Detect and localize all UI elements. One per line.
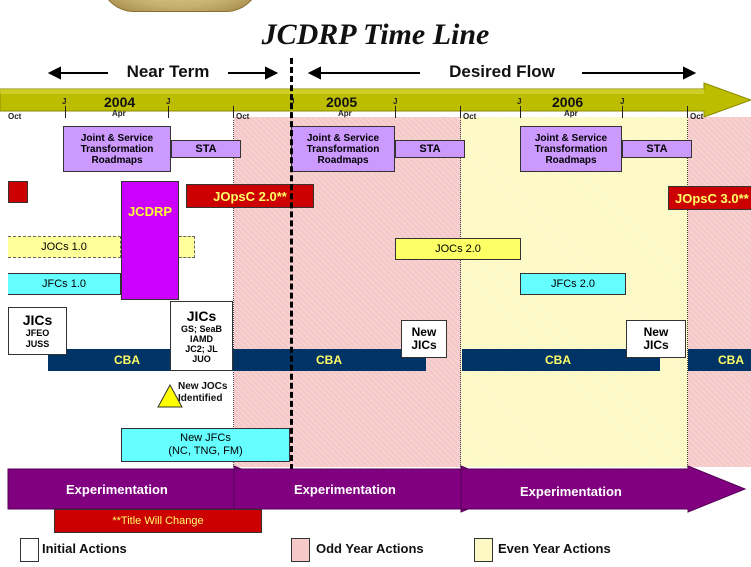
jics-initial-box: JICs JFEO JUSS bbox=[8, 307, 67, 355]
cba-label-4: CBA bbox=[718, 353, 744, 367]
warning-triangle-icon bbox=[157, 384, 183, 408]
cba-label-1: CBA bbox=[114, 353, 140, 367]
month-j-2: J bbox=[166, 97, 171, 106]
month-apr-3: Apr bbox=[564, 109, 578, 118]
month-oct-3: Oct bbox=[463, 112, 477, 121]
year-2006: 2006 bbox=[552, 94, 584, 110]
odd-year-region-2005 bbox=[234, 117, 461, 467]
grid-line bbox=[687, 120, 688, 467]
title-change-note: **Title Will Change bbox=[54, 509, 262, 533]
jics-mid-box: JICs GS; SeaB IAMD JC2; JL JUO bbox=[170, 301, 233, 371]
jcdrp-box: JCDRP bbox=[121, 181, 179, 300]
new-jics-box-1: New JICs bbox=[401, 320, 447, 358]
even-year-region-2006 bbox=[461, 117, 688, 467]
sta-box-1: STA bbox=[171, 140, 241, 158]
cba-bar-2 bbox=[462, 349, 660, 371]
phase-desired-flow: Desired Flow bbox=[449, 62, 555, 81]
page-title: JCDRP Time Line bbox=[261, 18, 490, 51]
grid-line bbox=[460, 120, 461, 467]
jocs-2-box: JOCs 2.0 bbox=[395, 238, 521, 260]
legend-odd-swatch bbox=[291, 538, 310, 562]
jopsc-3-box: JOpsC 3.0** bbox=[668, 186, 751, 210]
month-oct-1: Oct bbox=[8, 112, 22, 121]
odd-year-region-2007 bbox=[688, 117, 751, 467]
experimentation-label-2: Experimentation bbox=[294, 482, 396, 497]
phase-arrows bbox=[47, 66, 697, 80]
month-j-1: J bbox=[62, 97, 67, 106]
month-j-5: J bbox=[517, 97, 522, 106]
sta-box-2: STA bbox=[395, 140, 465, 158]
jopsc-1-stub bbox=[8, 181, 28, 203]
cba-bar-1 bbox=[48, 349, 426, 371]
legend-initial-label: Initial Actions bbox=[42, 541, 127, 556]
jfcs-1-box: JFCs 1.0 bbox=[8, 273, 121, 295]
new-jics-box-2: New JICs bbox=[626, 320, 686, 358]
near-term-divider bbox=[290, 58, 293, 470]
cba-bar-3 bbox=[688, 349, 751, 371]
jocs-1-tail bbox=[179, 236, 195, 258]
cba-label-3: CBA bbox=[545, 353, 571, 367]
year-2005: 2005 bbox=[326, 94, 358, 110]
month-j-6: J bbox=[620, 97, 625, 106]
jopsc-2-box: JOpsC 2.0** bbox=[186, 184, 314, 208]
month-oct-4: Oct bbox=[690, 112, 704, 121]
grid-line bbox=[233, 120, 234, 467]
month-apr-1: Apr bbox=[112, 109, 126, 118]
month-oct-2: Oct bbox=[236, 112, 250, 121]
phase-near-term: Near Term bbox=[126, 62, 210, 81]
roadmap-box-1: Joint & Service Transformation Roadmaps bbox=[63, 126, 171, 172]
legend-odd-label: Odd Year Actions bbox=[316, 541, 424, 556]
legend-initial-swatch bbox=[20, 538, 39, 562]
legend-even-label: Even Year Actions bbox=[498, 541, 611, 556]
year-2004: 2004 bbox=[104, 94, 136, 110]
timeline-bar bbox=[0, 82, 751, 118]
roadmap-box-3: Joint & Service Transformation Roadmaps bbox=[520, 126, 622, 172]
experimentation-label-3: Experimentation bbox=[520, 484, 622, 499]
legend-even-swatch bbox=[474, 538, 493, 562]
experimentation-arrows bbox=[7, 465, 747, 513]
jfcs-2-box: JFCs 2.0 bbox=[520, 273, 626, 295]
jocs-1-box: JOCs 1.0 bbox=[8, 236, 121, 258]
seal-emblem bbox=[100, 0, 260, 12]
sta-box-3: STA bbox=[622, 140, 692, 158]
experimentation-label-1: Experimentation bbox=[66, 482, 168, 497]
month-apr-2: Apr bbox=[338, 109, 352, 118]
new-jocs-label: New JOCs Identified bbox=[178, 381, 228, 404]
roadmap-box-2: Joint & Service Transformation Roadmaps bbox=[291, 126, 395, 172]
cba-label-2: CBA bbox=[316, 353, 342, 367]
month-j-4: J bbox=[393, 97, 398, 106]
new-jfcs-box: New JFCs (NC, TNG, FM) bbox=[121, 428, 290, 462]
